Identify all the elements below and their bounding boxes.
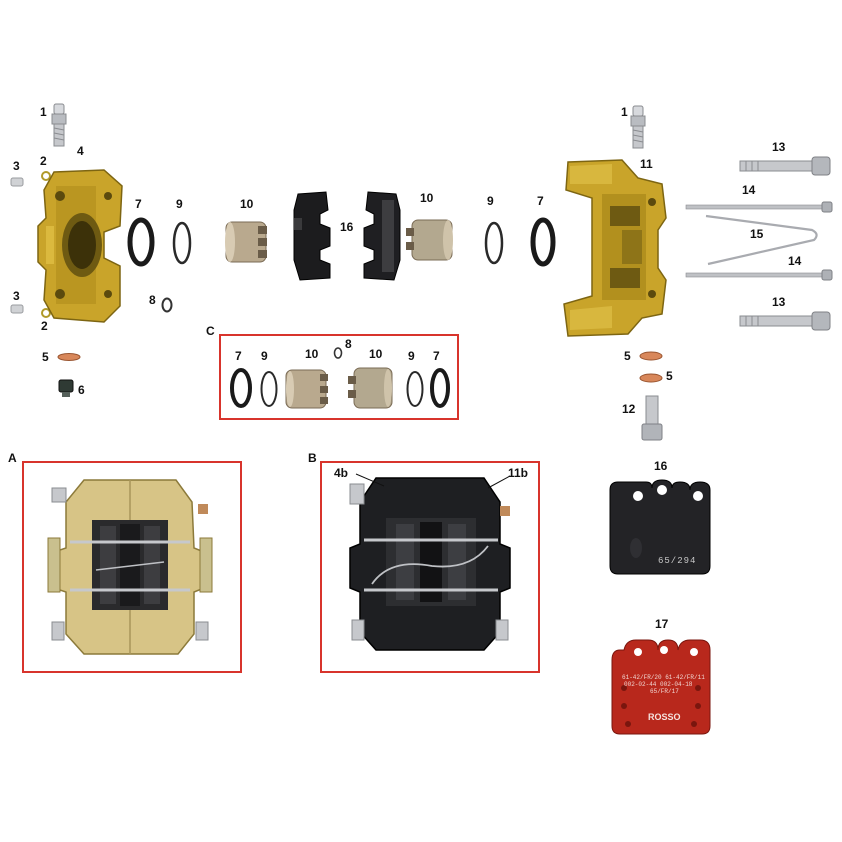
spring-15	[705, 214, 818, 266]
o-ring-8	[161, 297, 173, 313]
label-15: 15	[750, 227, 764, 241]
bleed-screw-right	[630, 105, 646, 149]
label-5-right-a: 5	[624, 349, 631, 363]
label-1-left: 1	[40, 105, 47, 119]
pad-16-left	[293, 191, 331, 281]
piston-10-left	[225, 221, 267, 263]
washer-2-top	[41, 171, 51, 181]
assembly-b-caliper	[349, 477, 511, 651]
label-6: 6	[78, 383, 85, 397]
copper-washer-5-right-a	[639, 351, 663, 361]
label-c-10-left: 10	[305, 347, 319, 361]
kit-c-piston-10-right	[348, 367, 393, 409]
kit-c-ring-9-right	[406, 371, 424, 407]
label-13-bottom: 13	[772, 295, 786, 309]
pin-14-top	[685, 201, 833, 213]
pad-17-brand: ROSSO	[648, 712, 681, 722]
pad-17-line1: 61-42/FR/20 61-42/FR/11	[622, 674, 705, 681]
caliper-half-4	[37, 169, 123, 323]
label-17: 17	[655, 617, 669, 631]
plug-3-top	[10, 177, 24, 187]
bolt-13-bottom	[739, 311, 831, 331]
piston-10-right	[406, 219, 453, 261]
label-13-top: 13	[772, 140, 786, 154]
label-4b: 4b	[334, 466, 349, 480]
kit-c-seal-7-left	[230, 368, 252, 408]
leader-11b	[487, 475, 511, 489]
label-c-7-left: 7	[235, 349, 242, 363]
pad-17-detail	[611, 639, 711, 735]
label-2-top: 2	[40, 154, 47, 168]
label-10-left: 10	[240, 197, 254, 211]
label-10-right: 10	[420, 191, 434, 205]
kit-c-box	[219, 334, 459, 420]
label-7-right: 7	[537, 194, 544, 208]
label-16-top: 16	[340, 220, 354, 234]
label-16-pad: 16	[654, 459, 668, 473]
seal-7-right	[530, 217, 556, 267]
label-11: 11	[640, 157, 653, 171]
pad-16-detail	[609, 479, 711, 575]
assembly-b-box	[320, 461, 540, 673]
label-2-bottom: 2	[41, 319, 48, 333]
label-7-left: 7	[135, 197, 142, 211]
screw-6	[58, 379, 74, 397]
label-9-right: 9	[487, 194, 494, 208]
label-c: C	[206, 324, 215, 338]
label-14-top: 14	[742, 183, 756, 197]
label-c-10-right: 10	[369, 347, 383, 361]
seal-7-left	[127, 217, 155, 267]
label-4: 4	[77, 144, 84, 158]
pin-14-bottom	[685, 269, 833, 281]
kit-c-piston-10-left	[285, 369, 328, 409]
assembly-a-box	[22, 461, 242, 673]
label-3-bottom: 3	[13, 289, 20, 303]
pad-17-line2: 002-02-44 002-04-18	[624, 681, 693, 688]
label-b: B	[308, 451, 317, 465]
bolt-13-top	[739, 156, 831, 176]
label-c-7-right: 7	[433, 349, 440, 363]
ring-9-left	[172, 221, 192, 265]
washer-2-bottom	[41, 308, 51, 318]
label-c-9-left: 9	[261, 349, 268, 363]
pad-16-right	[363, 191, 401, 281]
plug-3-bottom	[10, 304, 24, 314]
label-5-right-b: 5	[666, 369, 673, 383]
label-1-right: 1	[621, 105, 628, 119]
assembly-a-caliper	[47, 479, 213, 655]
label-c-9-right: 9	[408, 349, 415, 363]
bleed-screw-left	[51, 103, 67, 147]
banjo-bolt-12	[641, 395, 663, 441]
ring-9-right	[484, 221, 504, 265]
copper-washer-5-right-b	[639, 373, 663, 383]
kit-c-o-ring-8	[333, 347, 343, 359]
label-14-bottom: 14	[788, 254, 802, 268]
kit-c-seal-7-right	[430, 368, 450, 408]
leader-4b	[355, 473, 385, 487]
copper-washer-5-left	[57, 353, 81, 361]
label-9-left: 9	[176, 197, 183, 211]
kit-c-ring-9-left	[260, 371, 278, 407]
label-a: A	[8, 451, 17, 465]
label-11b: 11b	[508, 466, 529, 480]
label-c-8: 8	[345, 337, 352, 351]
pad-16-code: 65/294	[658, 556, 697, 566]
label-3-top: 3	[13, 159, 20, 173]
pad-17-line3: 65/FR/17	[650, 688, 679, 695]
label-5-left: 5	[42, 350, 49, 364]
label-12: 12	[622, 402, 636, 416]
label-8: 8	[149, 293, 156, 307]
caliper-half-11	[563, 159, 667, 337]
